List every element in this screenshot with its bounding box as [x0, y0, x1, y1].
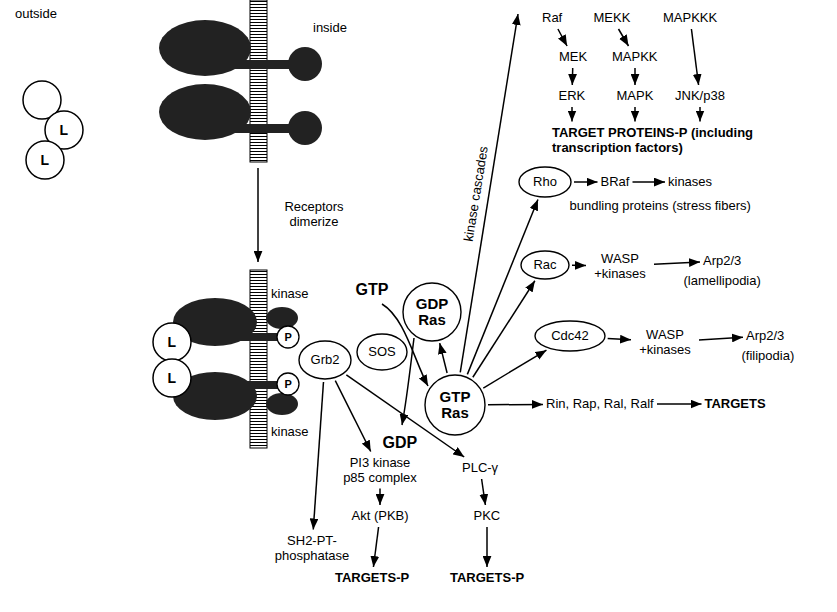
effector-label: BRaf — [601, 174, 630, 190]
signal-arrow — [483, 350, 546, 388]
effect-label: (filipodia) — [742, 348, 795, 364]
kinase-label: MEK — [559, 49, 587, 65]
step-label: Receptors dimerize — [274, 199, 354, 230]
phosphate-circles — [277, 326, 299, 395]
region-label: outside — [15, 6, 57, 22]
phosphate-label: P — [285, 378, 292, 391]
node-ellipse — [357, 334, 407, 370]
node-ellipse — [535, 321, 605, 351]
pathway-arrow — [634, 107, 636, 122]
target-label: TARGET PROTEINS-P (including transcripti… — [552, 125, 792, 156]
kinase-label: Raf — [542, 10, 562, 26]
ligand-label: L — [168, 370, 177, 387]
nucleotide-label: GTP — [356, 280, 389, 299]
effector-label: PI3 kinase p85 complex — [340, 455, 420, 486]
receptor-monomers — [159, 20, 322, 145]
region-label: inside — [313, 20, 347, 36]
pathway-arrow — [373, 527, 378, 567]
pathway-arrow — [657, 403, 702, 405]
node-text: SOS — [368, 345, 395, 359]
node-text: Rac — [533, 258, 556, 272]
kinase-label: ERK — [559, 88, 586, 104]
bound-ligands — [153, 323, 191, 397]
node-text: Rho — [533, 175, 557, 189]
pathway-arrow — [699, 337, 743, 340]
phosphate-label: P — [285, 331, 292, 344]
ligand-label: L — [168, 334, 177, 351]
target-label: TARGETS-P — [450, 570, 524, 586]
pathway-arrow — [571, 107, 573, 122]
kinase-label: JNK/p38 — [675, 88, 725, 104]
dimerize-arrow — [257, 168, 259, 262]
kinase-label: MAPKK — [612, 49, 658, 65]
free-ligands — [23, 81, 83, 179]
effector-label: WASP +kinases — [589, 251, 651, 282]
pathway-arrow — [691, 29, 698, 85]
effector-label: Arp2/3 — [746, 328, 784, 344]
pathway-arrow — [486, 527, 488, 567]
cascade-arrow — [460, 14, 518, 372]
pathway-arrow — [482, 479, 486, 505]
gtpase-ellipse: Cdc42 — [534, 320, 606, 352]
node-ellipse — [425, 375, 485, 435]
pathway-arrow — [558, 29, 567, 46]
node-ellipse — [519, 167, 571, 197]
gtpase-ellipse: Rho — [518, 166, 572, 198]
pathway-arrow — [379, 489, 381, 506]
pathway-arrow — [633, 181, 666, 183]
node-text: GTP Ras — [435, 389, 475, 422]
target-label: TARGETS-P — [335, 570, 409, 586]
ligand-label: L — [41, 152, 50, 169]
pathway-arrow — [572, 68, 574, 85]
ras-circle: GDP Ras — [402, 282, 462, 342]
pathway-arrow — [634, 68, 636, 85]
effector-label: Arp2/3 — [703, 253, 741, 269]
effector-label: SH2-PT-phosphatase — [272, 533, 352, 564]
pathway-arrow — [654, 262, 700, 264]
pathway-arrow — [608, 338, 631, 339]
arrow-label: kinase cascades — [461, 145, 492, 242]
node-text: Cdc42 — [551, 329, 589, 343]
effector-label: PLC-γ — [462, 460, 498, 476]
effector-label: PKC — [474, 508, 501, 524]
node-ellipse — [521, 251, 569, 279]
effector-label: kinases — [668, 174, 712, 190]
pathway-arrow — [488, 404, 543, 406]
receptor-dimer — [173, 298, 298, 420]
gtpase-ellipse: Rac — [520, 250, 570, 280]
pathway-arrow — [699, 107, 701, 122]
effector-label: Akt (PKB) — [352, 508, 409, 524]
pathway-arrow — [572, 265, 586, 267]
effect-label: (lamellipodia) — [684, 273, 761, 289]
effect-label: bundling proteins (stress fibers) — [570, 198, 751, 214]
ras-circle: GTP Ras — [424, 374, 486, 436]
effector-label: Rin, Rap, Ral, Ralf — [546, 396, 654, 412]
node-text: Grb2 — [311, 353, 340, 367]
pathway-arrow — [618, 29, 628, 46]
domain-label: kinase — [271, 286, 309, 302]
kinase-label: MAPKKK — [663, 10, 717, 26]
node-ellipse — [403, 283, 461, 341]
effector-label: WASP +kinases — [634, 327, 696, 358]
nucleotide-label: GDP — [383, 433, 418, 452]
domain-label: kinase — [271, 424, 309, 440]
pathway-arrow — [335, 381, 370, 452]
ligand-label: L — [60, 122, 69, 139]
adaptor-protein: Grb2 — [298, 340, 352, 380]
pathway-arrow — [574, 181, 598, 183]
node-text: GDP Ras — [412, 296, 452, 329]
exchange-factor: SOS — [356, 333, 408, 371]
node-ellipse — [299, 341, 351, 379]
signal-arrow — [440, 343, 447, 373]
target-label: TARGETS — [705, 396, 766, 412]
pathway-arrow — [313, 382, 323, 530]
kinase-label: MEKK — [594, 10, 631, 26]
kinase-label: MAPK — [617, 88, 654, 104]
